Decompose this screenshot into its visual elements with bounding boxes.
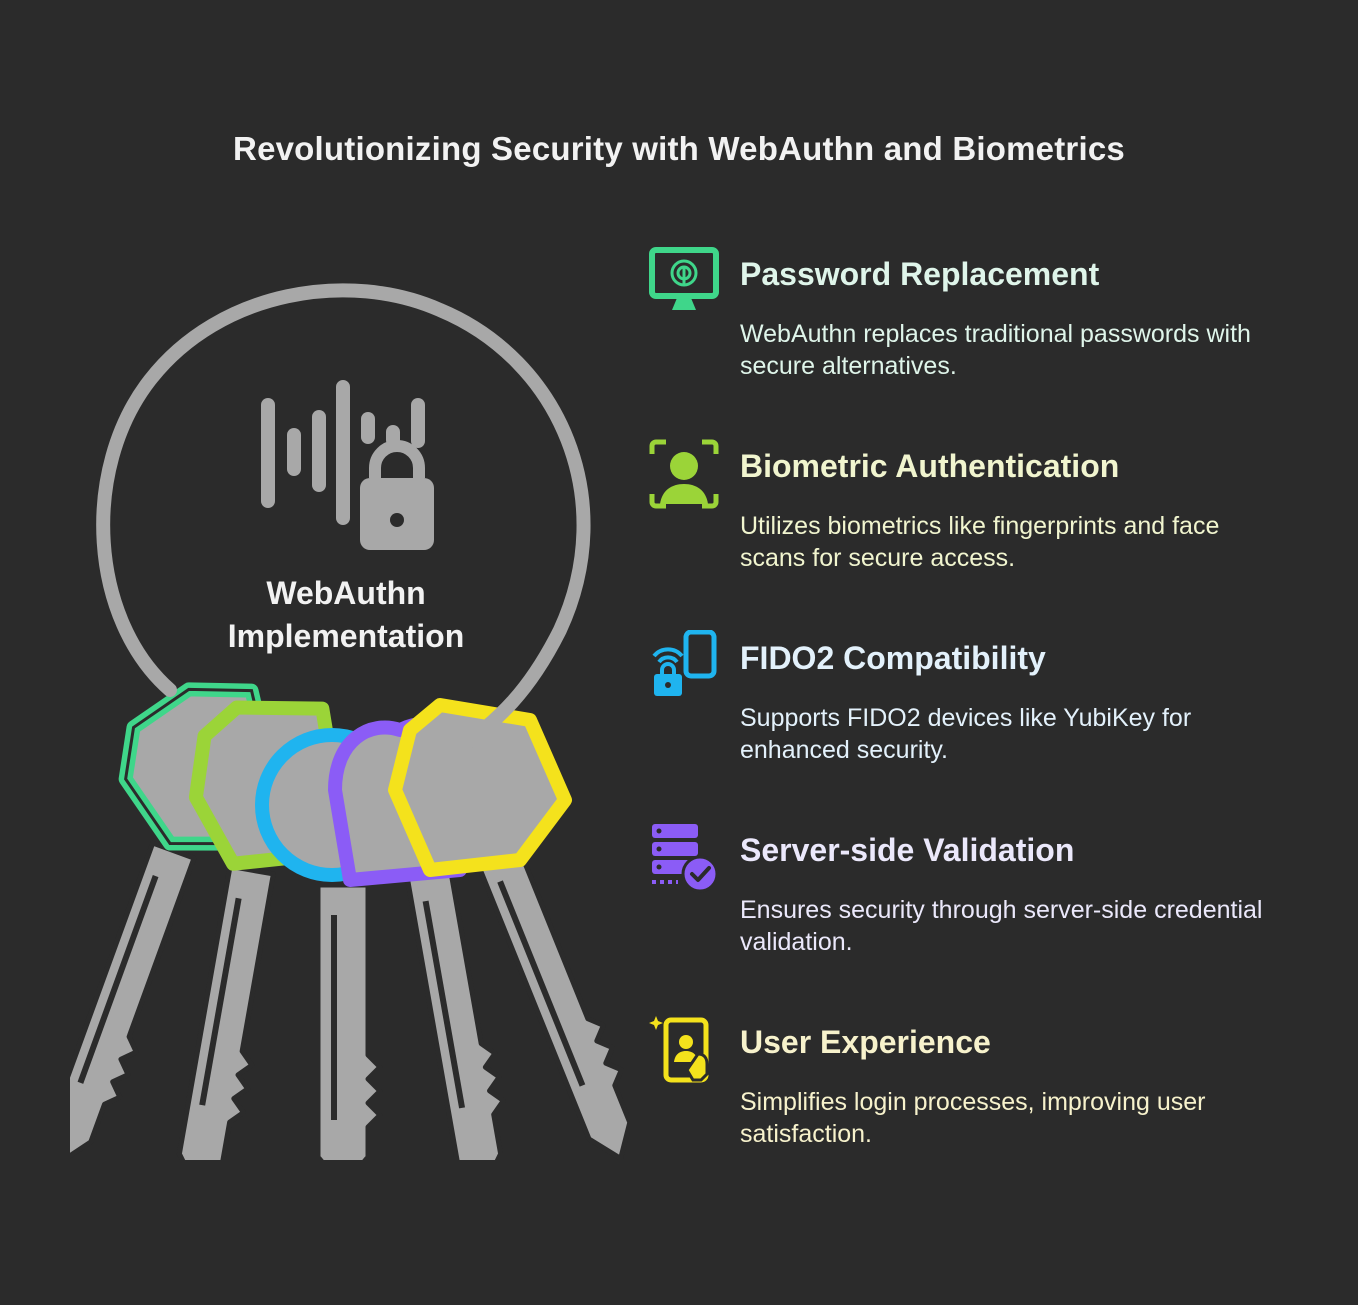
key-head-yellow <box>388 698 572 877</box>
key-blade-3 <box>315 882 383 1160</box>
key-blade-1 <box>70 840 197 1160</box>
user-touch-phone-icon <box>649 1016 709 1083</box>
key-blade-5 <box>473 839 630 1160</box>
center-label: WebAuthn Implementation <box>146 572 546 658</box>
item-password-replacement: Password Replacement WebAuthn replaces t… <box>648 246 1308 416</box>
face-scan-icon <box>649 439 719 509</box>
key-blade-2 <box>176 863 276 1160</box>
fingerprint-monitor-icon <box>649 247 719 310</box>
item-description: Ensures security through server-side cre… <box>740 896 1263 956</box>
item-description: Supports FIDO2 devices like YubiKey for … <box>740 704 1192 764</box>
item-heading: FIDO2 Compatibility <box>740 640 1046 676</box>
item-server-side-validation: Server-side Validation Ensures security … <box>648 822 1308 992</box>
sound-lock-icon <box>261 380 434 550</box>
item-description: Simplifies login processes, improving us… <box>740 1088 1206 1148</box>
item-description: WebAuthn replaces traditional passwords … <box>740 320 1251 380</box>
key-ring <box>96 283 591 762</box>
key-blades <box>70 839 630 1160</box>
item-heading: Biometric Authentication <box>740 448 1120 484</box>
item-user-experience: User Experience Simplifies login process… <box>648 1014 1308 1184</box>
item-description: Utilizes biometrics like fingerprints an… <box>740 512 1220 572</box>
page-title: Revolutionizing Security with WebAuthn a… <box>233 130 1125 167</box>
server-check-icon <box>652 824 719 893</box>
item-heading: Server-side Validation <box>740 832 1075 868</box>
key-blade-4 <box>404 863 506 1160</box>
item-fido2-compatibility: FIDO2 Compatibility Supports FIDO2 devic… <box>648 630 1308 800</box>
security-key-device-icon <box>652 630 717 696</box>
item-heading: User Experience <box>740 1024 991 1060</box>
keyring-illustration <box>70 283 630 1160</box>
center-label-line2: Implementation <box>227 618 465 654</box>
item-heading: Password Replacement <box>740 256 1100 292</box>
center-label-line1: WebAuthn <box>266 575 426 611</box>
item-biometric-authentication: Biometric Authentication Utilizes biomet… <box>648 438 1308 608</box>
